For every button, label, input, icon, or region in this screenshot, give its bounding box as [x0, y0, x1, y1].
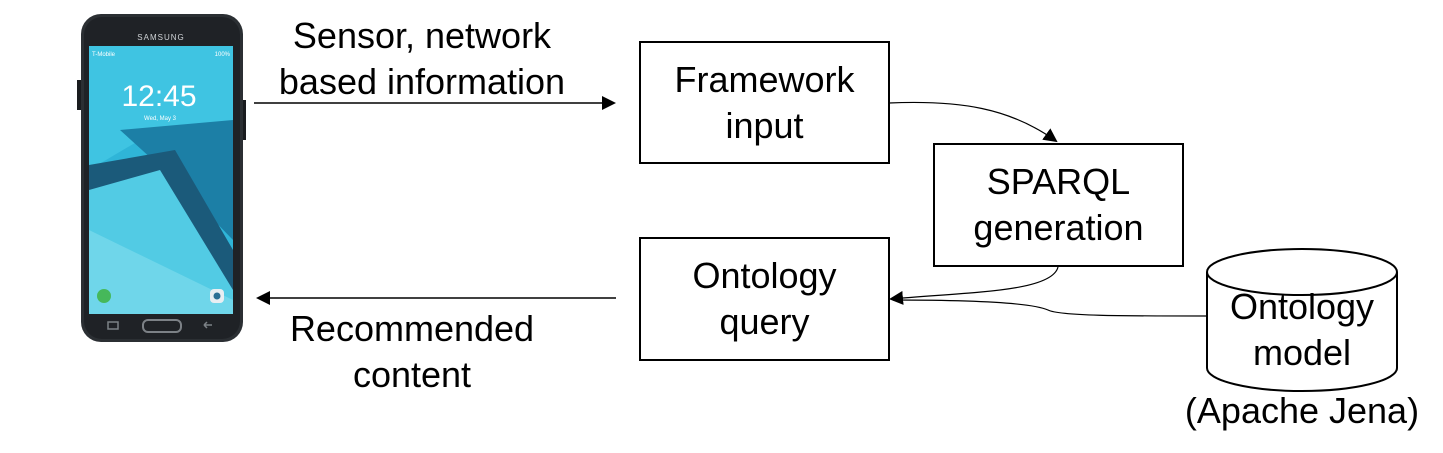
node-label-line: generation: [973, 207, 1144, 248]
node-ontology-model-caption: (Apache Jena): [1184, 390, 1420, 431]
node-label-line: Ontology: [692, 255, 837, 296]
node-label-line: input: [725, 104, 804, 146]
database-cylinder-icon: [1206, 248, 1398, 392]
edge-label-line: Sensor, network: [292, 15, 552, 56]
back-icon: [203, 321, 212, 329]
node-framework-input: Framework input: [639, 41, 890, 164]
edge-label-line: based information: [278, 61, 566, 102]
edge-label-sensor-network: Sensor, network based information: [262, 13, 582, 105]
edge-label-recommended-content: Recommended content: [262, 306, 562, 398]
phone-carrier: T-Mobile: [92, 52, 116, 58]
phone-date: Wed, May 3: [144, 116, 177, 122]
node-label-line: Ontology: [1229, 286, 1375, 327]
node-label-line: model: [1252, 332, 1352, 373]
node-ontology-model: Ontology model: [1207, 284, 1397, 376]
node-label-line: SPARQL: [986, 161, 1131, 202]
arrow-sparql-to-query: [889, 266, 1059, 305]
call-icon: [97, 289, 111, 303]
node-sparql-generation: SPARQL generation: [933, 143, 1184, 267]
node-ontology-query: Ontology query: [639, 237, 890, 361]
home-button: [142, 319, 182, 333]
edge-label-line: content: [352, 354, 472, 395]
phone-clock: 12:45: [121, 80, 196, 113]
edge-label-line: Recommended: [289, 308, 535, 349]
recent-apps-icon: [107, 321, 119, 330]
phone-battery: 100%: [215, 52, 231, 58]
phone-screen: [89, 46, 233, 314]
node-label-line: Framework: [674, 58, 855, 100]
node-label-line: query: [719, 301, 810, 342]
arrow-model-to-query: [892, 299, 1207, 317]
arrow-framework-to-sparql: [888, 101, 1058, 143]
smartphone-icon: SAMSUNG T-Mobile 100% 12:45 Wed, May 3: [77, 14, 246, 342]
phone-brand: SAMSUNG: [137, 33, 184, 42]
